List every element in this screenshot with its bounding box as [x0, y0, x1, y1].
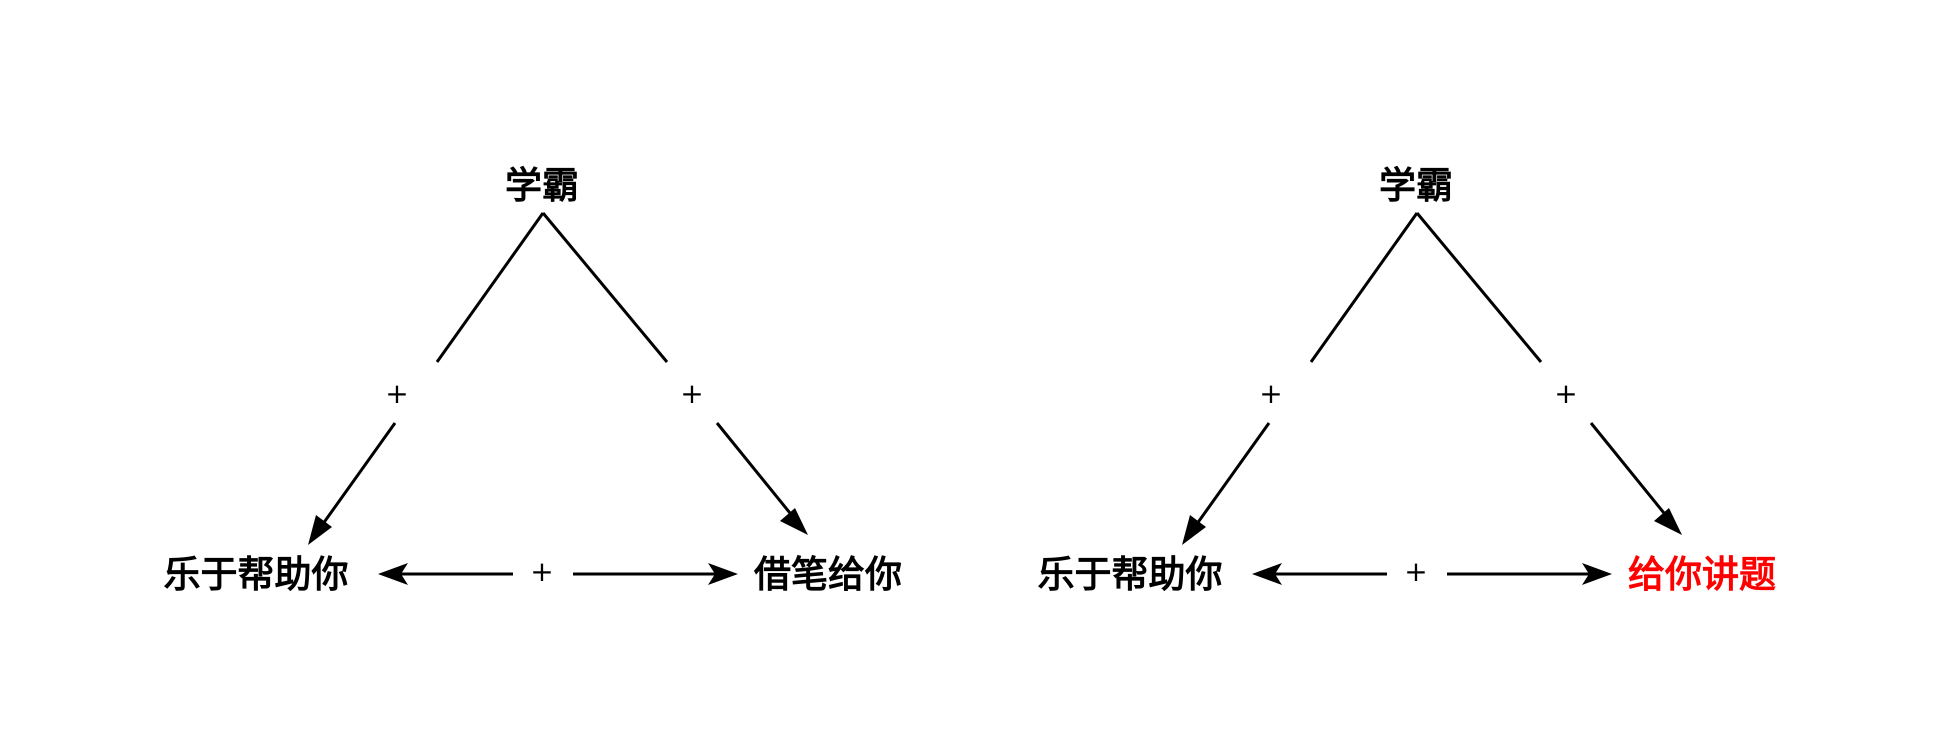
node-top-label: 学霸 [1379, 164, 1453, 207]
sign-top-left: + [1259, 377, 1282, 410]
edge-top-to-right-lower [1589, 422, 1670, 519]
sign-top-left: + [385, 377, 408, 410]
arrowhead-left-end [378, 563, 408, 585]
edge-top-to-left-upper [435, 212, 545, 363]
arrowhead-left-end [1252, 563, 1282, 585]
triangle-diagram-left: 学霸 乐于帮助你 借笔给你 + + + [164, 164, 903, 596]
sign-top-right: + [680, 377, 703, 410]
arrowhead-left-node [308, 515, 332, 545]
edge-top-to-left-lower [1192, 422, 1271, 529]
edge-top-to-right-upper [541, 212, 669, 363]
arrowhead-left-node [1182, 515, 1206, 545]
node-top-label: 学霸 [505, 164, 579, 207]
node-left-label: 乐于帮助你 [1038, 553, 1223, 596]
node-right-label: 借笔给你 [753, 553, 902, 596]
node-left-label: 乐于帮助你 [164, 553, 349, 596]
sign-left-right: + [1404, 555, 1427, 588]
edge-top-to-right-upper [1415, 212, 1543, 363]
triangle-diagram-right: 学霸 乐于帮助你 给你讲题 + + + [1038, 164, 1777, 596]
node-right-label-highlighted: 给你讲题 [1628, 553, 1776, 596]
edge-top-to-right-lower [715, 422, 796, 519]
arrowhead-right-end [1582, 563, 1612, 585]
arrowhead-right-node [1654, 508, 1682, 535]
sign-left-right: + [530, 555, 553, 588]
edge-top-to-left-lower [318, 422, 397, 529]
edge-top-to-left-upper [1309, 212, 1419, 363]
arrowhead-right-end [708, 563, 738, 585]
arrowhead-right-node [780, 508, 808, 535]
sign-top-right: + [1554, 377, 1577, 410]
